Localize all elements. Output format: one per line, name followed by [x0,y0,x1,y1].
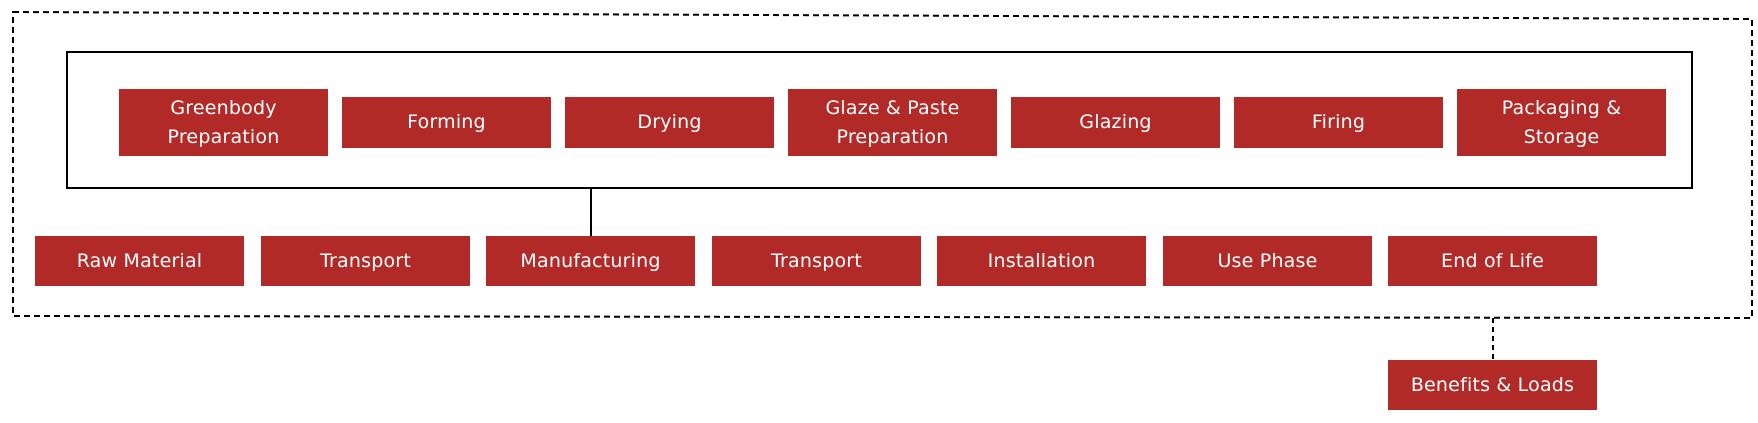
stage-transport: Transport [261,236,470,286]
stage-end-of-life: End of Life [1388,236,1597,286]
manufacturing-detail-frame [66,51,1693,189]
benefits-and-loads: Benefits & Loads [1388,360,1597,410]
step-firing: Firing [1234,97,1443,148]
stage-use-phase: Use Phase [1163,236,1372,286]
step-packaging-storage: Packaging &Storage [1457,89,1666,156]
stage-transport-2: Transport [712,236,921,286]
stage-manufacturing: Manufacturing [486,236,695,286]
stage-raw-material: Raw Material [35,236,244,286]
step-forming: Forming [342,97,551,148]
step-drying: Drying [565,97,774,148]
step-glazing: Glazing [1011,97,1220,148]
stage-installation: Installation [937,236,1146,286]
